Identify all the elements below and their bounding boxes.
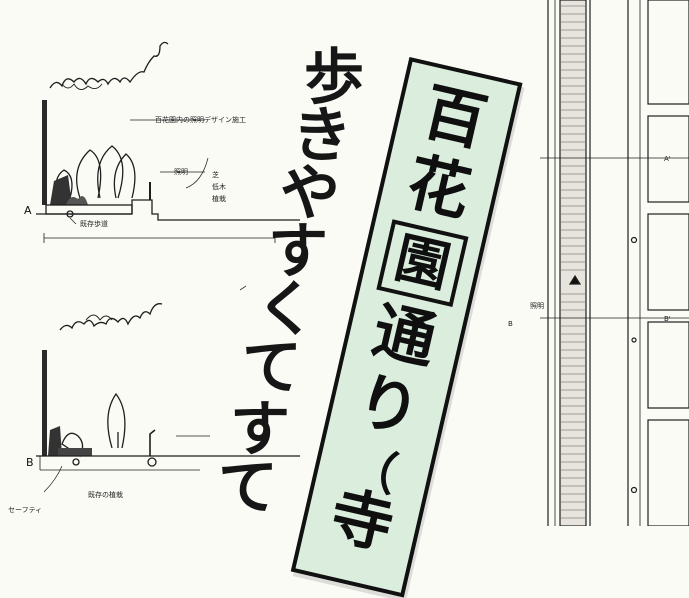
site-plan <box>540 0 689 526</box>
plan-marker-b: B' <box>664 315 671 323</box>
section-sketch-b <box>36 303 300 493</box>
plan-marker-a: A' <box>664 155 671 163</box>
sketch-a-base-note: 既存歩道 <box>80 219 108 228</box>
plan-marker-b-left: B <box>508 320 513 328</box>
section-sketches: A 百花園内の照明デザイン施工 芝 低木 植栽 既存歩道 照明 <box>8 0 689 526</box>
sketch-a-note-1: 芝 <box>212 170 219 179</box>
section-sketch-a <box>36 41 300 243</box>
sketch-b-left-note: セーフティ <box>8 506 42 514</box>
sketch-a-marker: A <box>24 204 32 217</box>
plan-small-label: 照明 <box>530 302 544 310</box>
sketch-a-top-note: 百花園内の照明デザイン施工 <box>155 115 246 124</box>
design-board: A 百花園内の照明デザイン施工 芝 低木 植栽 既存歩道 照明 <box>8 0 689 598</box>
sketch-b-marker: B <box>26 456 34 469</box>
sidewalk-hatching <box>561 5 585 519</box>
sketch-a-note-3: 植栽 <box>212 194 226 203</box>
sketch-a-small-note: 照明 <box>174 168 188 176</box>
sketch-b-bottom-note: 既存の植栽 <box>88 490 123 499</box>
sketch-a-note-2: 低木 <box>212 182 226 191</box>
